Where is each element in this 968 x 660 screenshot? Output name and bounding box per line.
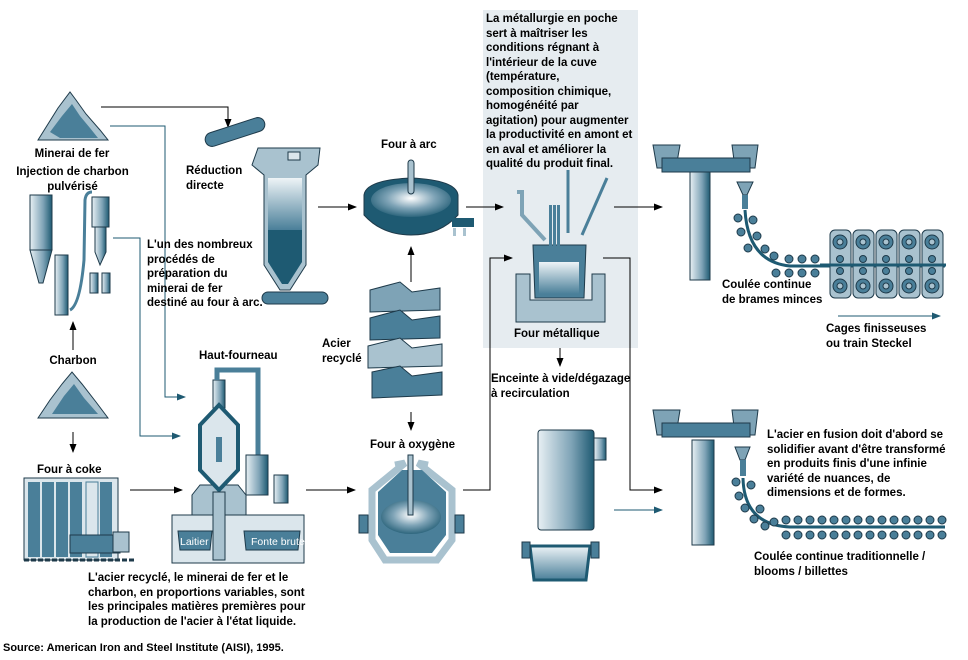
- note-matieres-premieres: L'acier recyclé, le minerai de fer et le…: [88, 572, 306, 628]
- basic-oxygen-furnace-icon: [358, 454, 465, 564]
- label-acier-recycle: Acier recyclé: [322, 338, 362, 365]
- label-haut-fourneau: Haut-fourneau: [199, 350, 278, 362]
- coke-oven-icon: [23, 477, 136, 562]
- finishing-stands-icon: [820, 229, 946, 299]
- connector-ore-to-reduction: [101, 106, 232, 128]
- connector-oxygen-to-ladle: [463, 254, 513, 491]
- label-four-a-oxygene: Four à oxygène: [370, 439, 455, 451]
- coal-injection-equipment-icon: [29, 190, 111, 316]
- note-solidification: L'acier en fusion doit d'abord se solidi…: [767, 429, 946, 499]
- connector-ore-to-blastfurnace: [110, 125, 186, 401]
- label-four-metallique: Four métallique: [514, 328, 600, 340]
- label-coulee-traditionnelle: Coulée continue traditionnelle / blooms …: [754, 551, 926, 578]
- label-reduction-directe: Réduction directe: [186, 165, 243, 192]
- iron-ore-pile-icon: [37, 91, 110, 141]
- flow-connectors: [69, 106, 941, 514]
- label-coulee-brames: Coulée continue de brames minces: [722, 279, 823, 306]
- blast-furnace-icon: Laitier Fonte brute: [171, 367, 305, 564]
- label-four-a-arc: Four à arc: [381, 139, 437, 151]
- label-four-a-coke: Four à coke: [37, 464, 102, 476]
- wagon-label-fonte-brute: Fonte brute: [251, 536, 305, 548]
- label-enceinte-vide: Enceinte à vide/dégazage à recirculation: [491, 373, 631, 400]
- coal-pile-icon: [37, 371, 109, 419]
- vacuum-degasser-icon: [521, 429, 607, 582]
- wagon-label-laitier: Laitier: [180, 536, 209, 548]
- note-metallurgie-poche: La métallurgie en poche sert à maîtriser…: [486, 13, 633, 170]
- label-charbon: Charbon: [49, 355, 97, 367]
- traditional-caster-icon: [652, 409, 947, 546]
- electric-arc-furnace-icon: [363, 159, 474, 236]
- connector-ladle-to-traditional: [603, 257, 663, 494]
- note-preparation: L'un des nombreux procédés de préparatio…: [147, 239, 263, 309]
- label-minerai-de-fer: Minerai de fer: [34, 148, 110, 160]
- source-citation: Source: American Iron and Steel Institut…: [3, 642, 284, 654]
- thin-slab-caster-icon: [652, 144, 945, 281]
- connector-injection-to-blastfurnace: [113, 237, 181, 440]
- label-injection-charbon: Injection de charbon pulvérisé: [16, 166, 129, 193]
- scrap-steel-pile-icon: [367, 281, 443, 399]
- ladle-furnace-icon: [515, 170, 609, 323]
- direct-reduction-shaft-icon: [204, 117, 329, 305]
- label-cages-finisseuses: Cages finisseuses ou train Steckel: [826, 323, 927, 350]
